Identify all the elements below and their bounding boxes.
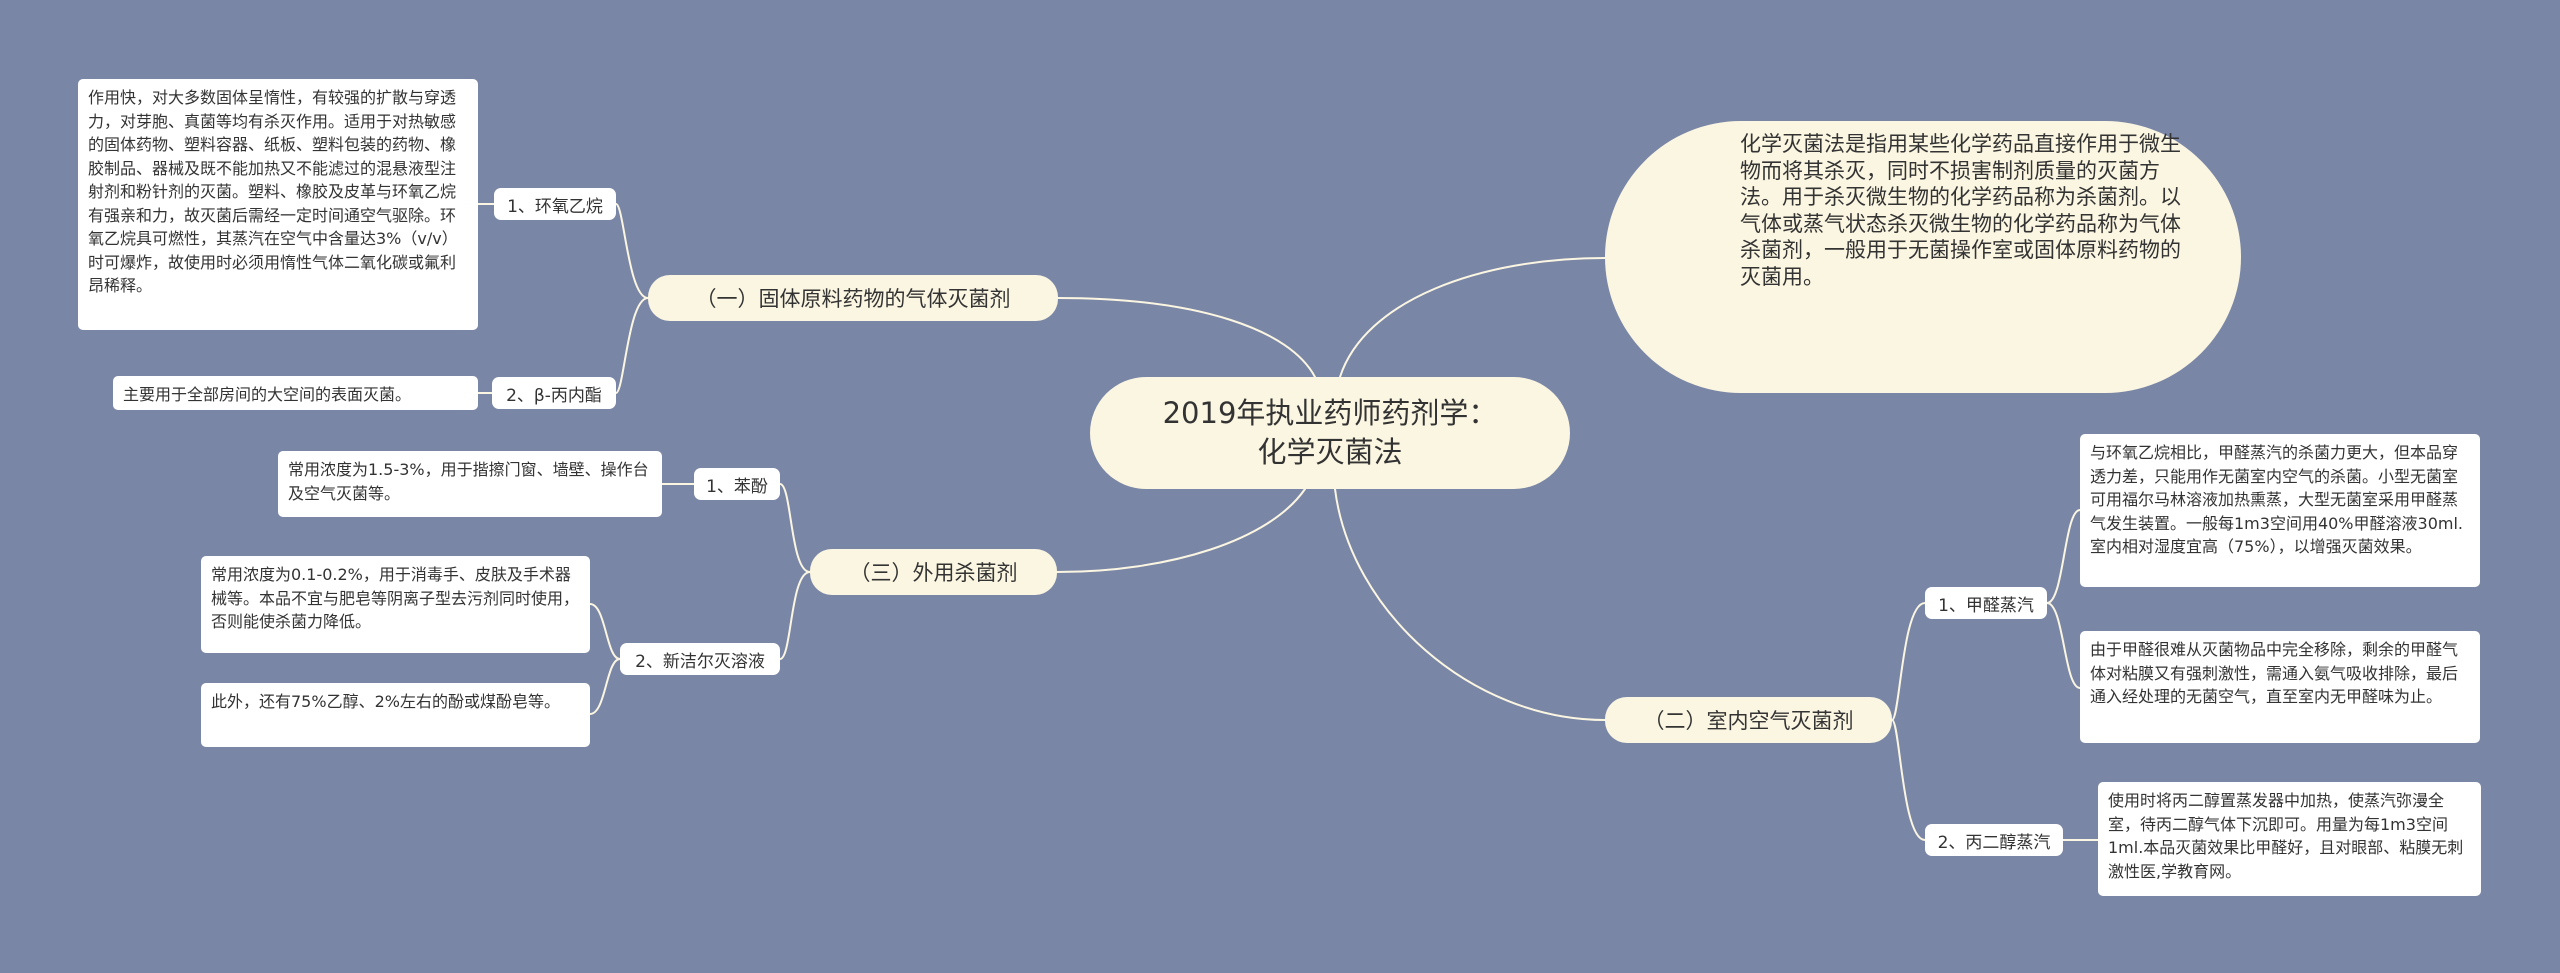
intro-definition-node[interactable]: 化学灭菌法是指用某些化学药品直接作用于微生物而将其杀灭，同时不损害制剂质量的灭菌… [1605, 121, 2241, 393]
link-benzalkonium-leaf2 [589, 658, 621, 715]
sub-propylene-glycol-vapor[interactable]: 2、丙二醇蒸汽 [1925, 824, 2063, 856]
link-solid-gas-ethylene-oxide [615, 203, 649, 299]
leaf-propylene-glycol-description[interactable]: 使用时将丙二醇置蒸发器中加热，使蒸汽弥漫全室，待丙二醇气体下沉即可。用量为每1m… [2098, 782, 2481, 896]
sub-benzalkonium-solution[interactable]: 2、新洁尔灭溶液 [620, 643, 780, 675]
link-root-external [1056, 488, 1306, 573]
sub-formaldehyde-vapor[interactable]: 1、甲醛蒸汽 [1925, 587, 2047, 619]
leaf-benzalkonium-description[interactable]: 常用浓度为0.1-0.2%，用于消毒手、皮肤及手术器械等。本品不宜与肥皂等阴离子… [201, 556, 590, 653]
link-external-phenol [779, 483, 811, 573]
link-formaldehyde-leaf1 [2046, 509, 2081, 604]
link-formaldehyde-leaf2 [2046, 602, 2081, 689]
leaf-formaldehyde-description[interactable]: 与环氧乙烷相比，甲醛蒸汽的杀菌力更大，但本品穿透力差，只能用作无菌室内空气的杀菌… [2080, 434, 2480, 587]
link-external-benzalkonium [779, 571, 811, 660]
link-root-intro [1339, 257, 1606, 378]
leaf-propiolactone-description[interactable]: 主要用于全部房间的大空间的表面灭菌。 [113, 376, 478, 410]
root-topic[interactable]: 2019年执业药师药剂学： 化学灭菌法 [1090, 377, 1570, 489]
leaf-other-disinfectants[interactable]: 此外，还有75%乙醇、2%左右的酚或煤酚皂等。 [201, 683, 590, 747]
link-root-indoor-air [1334, 488, 1606, 721]
sub-ethylene-oxide[interactable]: 1、环氧乙烷 [494, 188, 616, 220]
leaf-phenol-description[interactable]: 常用浓度为1.5-3%，用于揩擦门窗、墙壁、操作台及空气灭菌等。 [278, 451, 662, 517]
link-solid-gas-propiolactone [615, 297, 649, 394]
branch-external-bactericide[interactable]: （三）外用杀菌剂 [810, 549, 1057, 595]
link-indoor-formaldehyde [1891, 602, 1926, 721]
leaf-formaldehyde-removal[interactable]: 由于甲醛很难从灭菌物品中完全移除，剩余的甲醛气体对粘膜又有强刺激性，需通入氨气吸… [2080, 631, 2480, 743]
leaf-ethylene-oxide-description[interactable]: 作用快，对大多数固体呈惰性，有较强的扩散与穿透力，对芽胞、真菌等均有杀灭作用。适… [78, 79, 478, 330]
link-root-solid-gas [1057, 297, 1316, 378]
sub-propiolactone[interactable]: 2、β-丙内酯 [492, 377, 616, 409]
branch-solid-gas-sterilant[interactable]: （一）固体原料药物的气体灭菌剂 [648, 275, 1058, 321]
branch-indoor-air-sterilant[interactable]: （二）室内空气灭菌剂 [1605, 697, 1892, 743]
sub-phenol[interactable]: 1、苯酚 [694, 468, 780, 500]
link-indoor-propylene-glycol [1891, 719, 1926, 841]
link-benzalkonium-leaf1 [589, 603, 621, 660]
